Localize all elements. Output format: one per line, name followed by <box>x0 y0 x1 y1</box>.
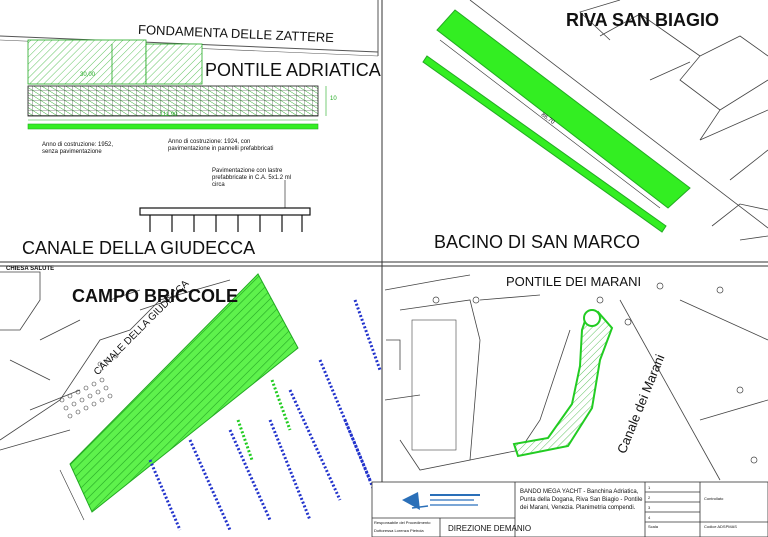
titleblock-rev-2: 2 <box>648 495 651 500</box>
titleblock-rev-3: 3 <box>648 505 651 510</box>
titleblock-rev-1: 1 <box>648 485 651 490</box>
titleblock-scala: Scala <box>648 524 659 529</box>
titleblock-project: BANDO MEGA YACHT - Banchina Adriatica, P… <box>520 489 643 511</box>
dim-total: 111,90 <box>160 112 178 118</box>
q1-pontile-adriatica-plan <box>0 0 379 232</box>
authority-logo-icon <box>402 492 480 510</box>
titleblock-resp-name: Dottoressa Lorenza Pietroia <box>374 528 424 533</box>
titleblock-codice: Codice ADSPMAS <box>704 524 737 529</box>
note-construction-1924: Anno di costruzione: 1924, con pavimenta… <box>168 139 274 152</box>
label-bacino-san-marco: BACINO DI SAN MARCO <box>434 232 641 252</box>
label-canale-giudecca-q1: CANALE DELLA GIUDECCA <box>22 238 256 258</box>
titleblock-resp-label: Responsabile del Procedimento <box>374 520 431 525</box>
note-pavimentazione: Pavimentazione con lastre prefabbricate … <box>212 168 292 188</box>
q2-riva-san-biagio-plan <box>422 0 768 241</box>
title-block <box>371 481 768 537</box>
label-chiesa-salute: CHIESA SALUTE <box>6 266 55 272</box>
q3-campo-briccole-plan <box>0 271 382 531</box>
title-campo-briccole: CAMPO BRICCOLE <box>72 286 238 306</box>
dim-partial: 30,00 <box>80 72 96 78</box>
titleblock-controllato: Controllato <box>704 496 724 501</box>
title-riva-san-biagio: RIVA SAN BIAGIO <box>566 10 720 30</box>
titleblock-direzione: DIREZIONE DEMANIO <box>448 524 532 533</box>
title-pontile-adriatica: PONTILE ADRIATICA <box>205 60 381 80</box>
mooring-circles <box>59 353 119 419</box>
note-construction-1952: Anno di costruzione: 1952, senza pavimen… <box>42 142 114 155</box>
dim-right: 10 <box>330 96 337 102</box>
titleblock-rev-4: 4 <box>648 515 651 520</box>
title-pontile-marani: PONTILE DEI MARANI <box>506 274 642 289</box>
q4-pontile-dei-marani-plan <box>384 274 768 481</box>
